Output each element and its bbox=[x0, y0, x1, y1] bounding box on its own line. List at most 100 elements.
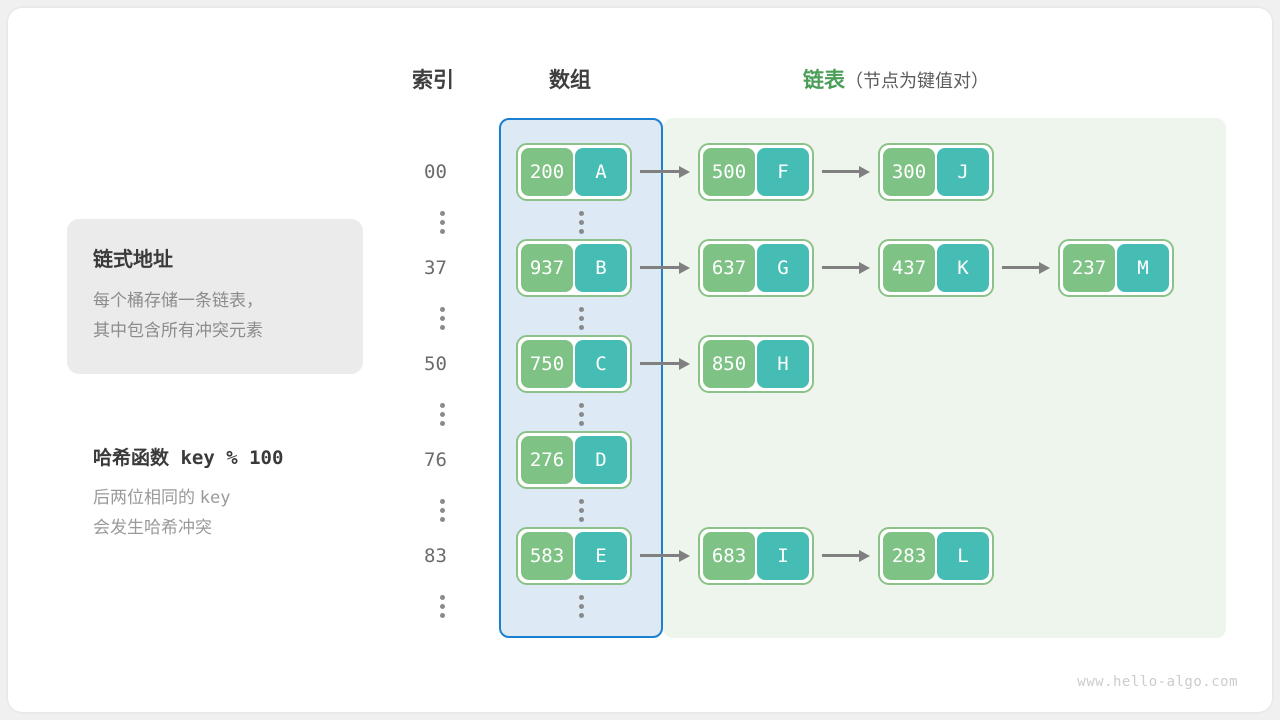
node-key-cell: 583 bbox=[521, 532, 573, 580]
watermark: www.hello-algo.com bbox=[1077, 674, 1238, 690]
node-key-cell: 437 bbox=[883, 244, 935, 292]
hash-function-line-1-text: 后两位相同的 bbox=[93, 488, 200, 507]
arrow-shaft bbox=[822, 266, 860, 269]
chain-arrow-icon bbox=[640, 550, 690, 562]
arrow-head bbox=[679, 550, 690, 562]
node-key-cell: 500 bbox=[703, 148, 755, 196]
chaining-info-line-1: 每个桶存储一条链表， bbox=[93, 291, 263, 310]
chain-arrow-icon bbox=[822, 262, 870, 274]
arrow-head bbox=[679, 262, 690, 274]
chaining-info-body: 每个桶存储一条链表， 其中包含所有冲突元素 bbox=[93, 286, 337, 346]
node-value-cell: L bbox=[937, 532, 989, 580]
index-ellipsis-1 bbox=[437, 211, 447, 234]
array-ellipsis-1 bbox=[576, 211, 586, 234]
ellipsis-dot bbox=[578, 211, 584, 216]
arrow-head bbox=[1039, 262, 1050, 274]
arrow-shaft bbox=[640, 554, 680, 557]
arrow-shaft bbox=[640, 266, 680, 269]
chain-arrow-icon bbox=[640, 166, 690, 178]
ellipsis-dot bbox=[439, 595, 445, 600]
array-ellipsis-5 bbox=[576, 595, 586, 618]
arrow-shaft bbox=[822, 170, 860, 173]
node-key-cell: 300 bbox=[883, 148, 935, 196]
ellipsis-dot bbox=[439, 211, 445, 216]
hash-function-title: 哈希函数 key % 100 bbox=[93, 447, 284, 469]
ellipsis-dot bbox=[439, 613, 445, 618]
node-value-cell: E bbox=[575, 532, 627, 580]
ellipsis-dot bbox=[578, 307, 584, 312]
hash-function-line-2: 会发生哈希冲突 bbox=[93, 518, 212, 537]
ellipsis-dot bbox=[578, 229, 584, 234]
arrow-head bbox=[859, 550, 870, 562]
node-value-cell: M bbox=[1117, 244, 1169, 292]
chain-arrow-icon bbox=[822, 166, 870, 178]
ellipsis-dot bbox=[439, 325, 445, 330]
index-label-76: 76 bbox=[424, 449, 447, 471]
ellipsis-dot bbox=[439, 421, 445, 426]
array-ellipsis-4 bbox=[576, 499, 586, 522]
arrow-shaft bbox=[640, 170, 680, 173]
chain-arrow-icon bbox=[640, 358, 690, 370]
ellipsis-dot bbox=[578, 517, 584, 522]
arrow-head bbox=[679, 358, 690, 370]
ellipsis-dot bbox=[439, 499, 445, 504]
node-key-cell: 276 bbox=[521, 436, 573, 484]
chain-arrow-icon bbox=[640, 262, 690, 274]
chaining-info-title: 链式地址 bbox=[93, 249, 173, 271]
chain-arrow-icon bbox=[822, 550, 870, 562]
node-key-cell: 283 bbox=[883, 532, 935, 580]
ellipsis-dot bbox=[439, 307, 445, 312]
column-header-linkedlist: 链表（节点为键值对） bbox=[803, 64, 989, 94]
ellipsis-dot bbox=[578, 499, 584, 504]
chaining-info-card: 链式地址 每个桶存储一条链表， 其中包含所有冲突元素 bbox=[67, 219, 363, 374]
ellipsis-dot bbox=[439, 229, 445, 234]
hash-function-line-1: 后两位相同的 key bbox=[93, 483, 393, 513]
node-key-cell: 683 bbox=[703, 532, 755, 580]
index-ellipsis-4 bbox=[437, 499, 447, 522]
node-value-cell: F bbox=[757, 148, 809, 196]
arrow-head bbox=[859, 166, 870, 178]
arrow-head bbox=[679, 166, 690, 178]
node-value-cell: D bbox=[575, 436, 627, 484]
node-key-cell: 750 bbox=[521, 340, 573, 388]
chaining-info-line-2: 其中包含所有冲突元素 bbox=[93, 321, 263, 340]
node-key-cell: 937 bbox=[521, 244, 573, 292]
array-ellipsis-3 bbox=[576, 403, 586, 426]
node-key-cell: 237 bbox=[1063, 244, 1115, 292]
ellipsis-dot bbox=[578, 508, 584, 513]
ellipsis-dot bbox=[578, 403, 584, 408]
ellipsis-dot bbox=[578, 316, 584, 321]
chain-arrow-icon bbox=[1002, 262, 1050, 274]
ellipsis-dot bbox=[439, 517, 445, 522]
hash-function-note: 哈希函数 key % 100 后两位相同的 key 会发生哈希冲突 bbox=[93, 443, 393, 543]
hash-function-body: 后两位相同的 key 会发生哈希冲突 bbox=[93, 483, 393, 543]
index-ellipsis-2 bbox=[437, 307, 447, 330]
ellipsis-dot bbox=[578, 412, 584, 417]
node-key-cell: 200 bbox=[521, 148, 573, 196]
arrow-shaft bbox=[822, 554, 860, 557]
array-ellipsis-2 bbox=[576, 307, 586, 330]
ellipsis-dot bbox=[439, 412, 445, 417]
ellipsis-dot bbox=[439, 604, 445, 609]
node-value-cell: I bbox=[757, 532, 809, 580]
ellipsis-dot bbox=[439, 403, 445, 408]
node-value-cell: A bbox=[575, 148, 627, 196]
arrow-shaft bbox=[1002, 266, 1040, 269]
node-value-cell: B bbox=[575, 244, 627, 292]
ellipsis-dot bbox=[439, 508, 445, 513]
ellipsis-dot bbox=[578, 421, 584, 426]
node-value-cell: K bbox=[937, 244, 989, 292]
